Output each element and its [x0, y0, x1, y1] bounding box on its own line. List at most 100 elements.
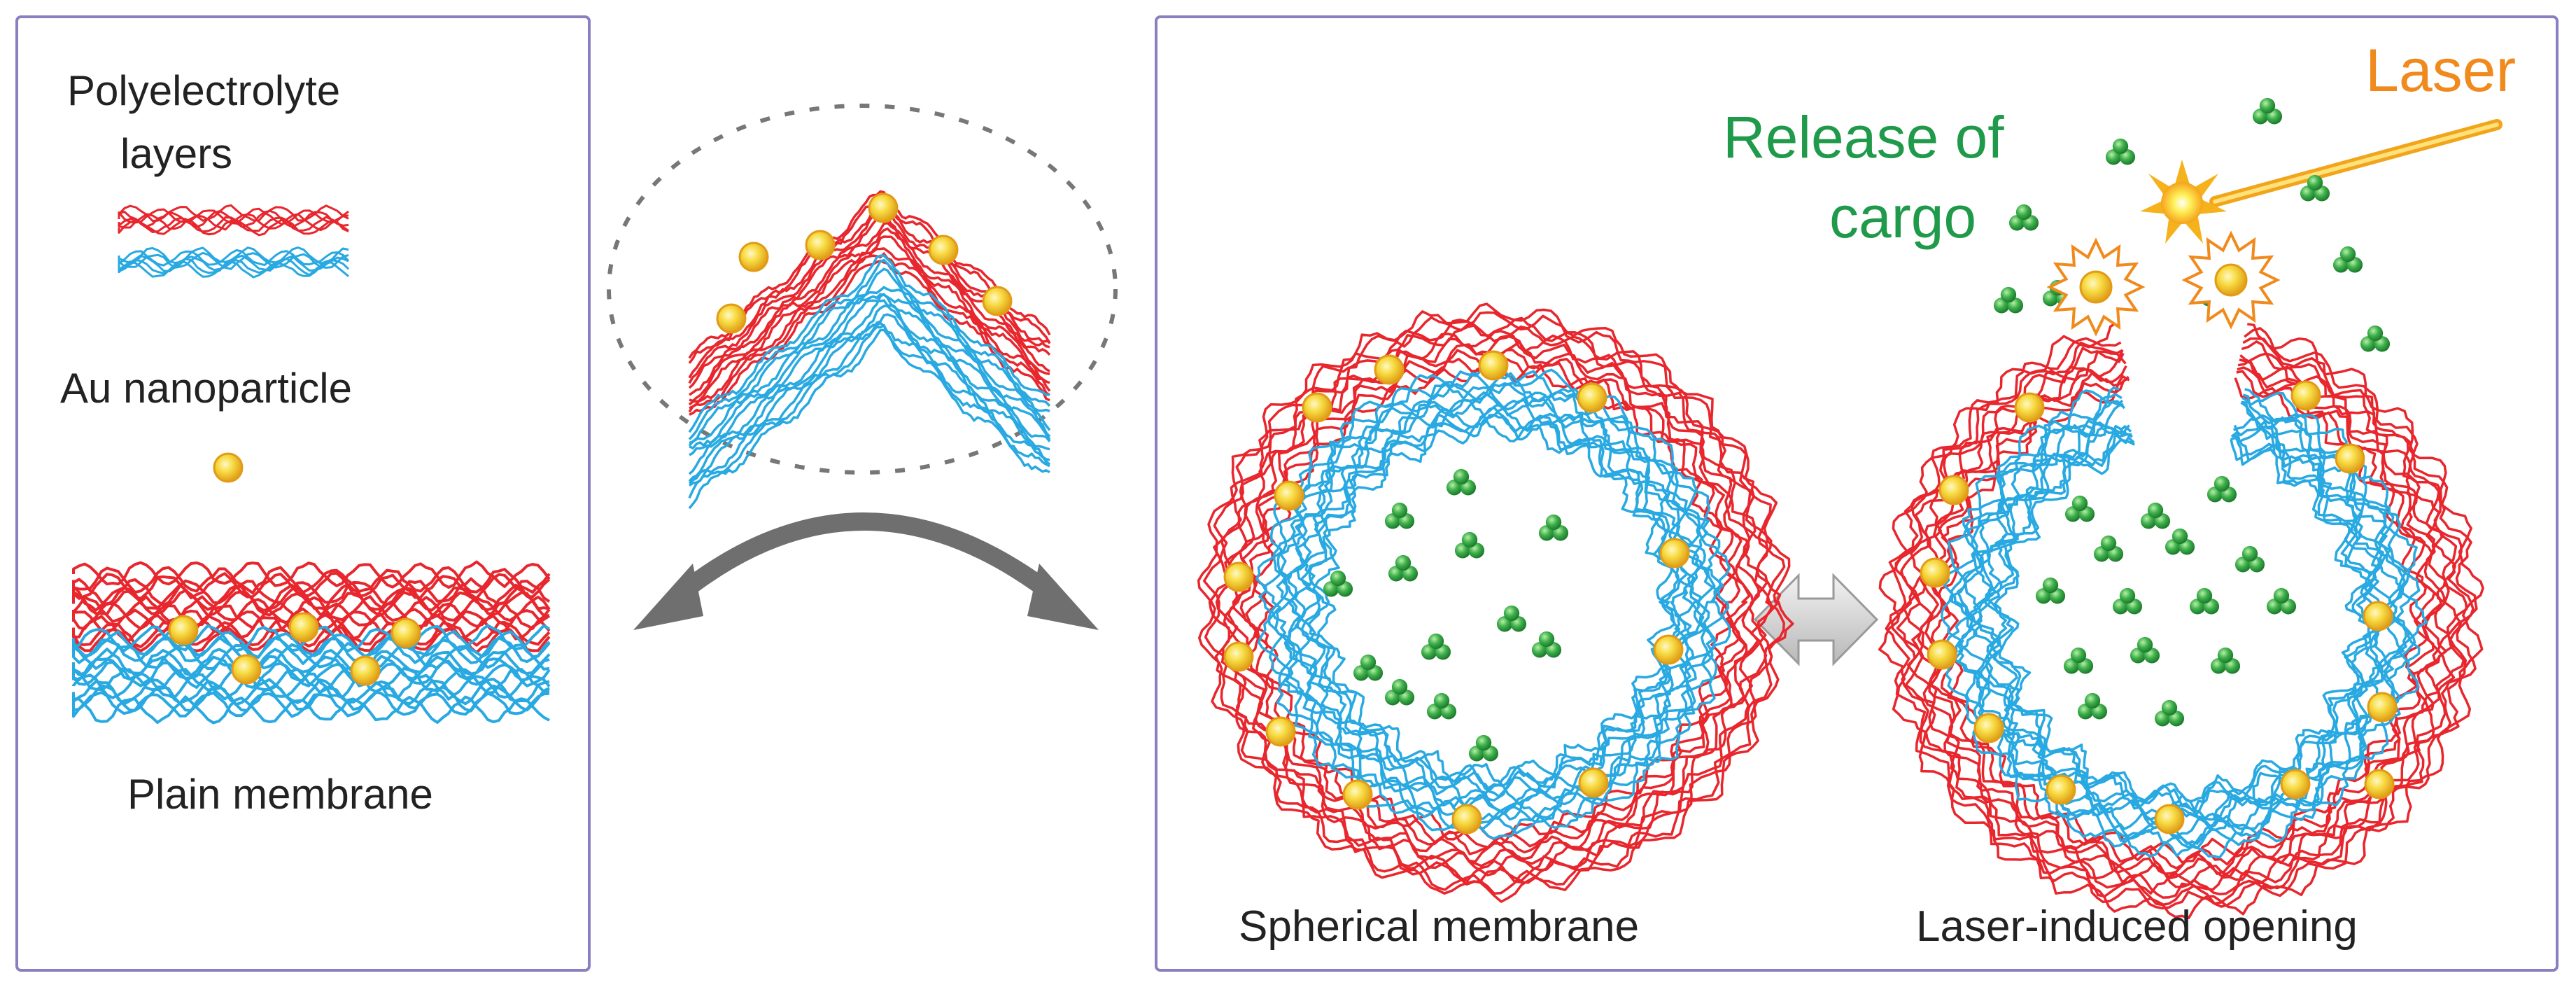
gold-nanoparticle [1577, 382, 1607, 413]
cargo-molecule [2063, 647, 2094, 674]
gold-nanoparticle [1927, 639, 1957, 670]
blue-layer-strand [118, 246, 349, 265]
red-layer-strand [1930, 370, 2436, 869]
cargo-molecule [2140, 502, 2171, 529]
red-layer-strand [72, 619, 551, 648]
red-layer-strand [1227, 335, 1760, 867]
red-layer-strand [1215, 324, 1773, 883]
cargo-molecule [1468, 734, 1499, 762]
red-layer-strand [118, 213, 349, 232]
gold-nanoparticle [1342, 779, 1373, 810]
blue-layer-strand [1312, 417, 1676, 788]
cargo-molecule [1323, 570, 1353, 597]
plain-membrane-label: Plain membrane [127, 771, 433, 818]
gold-nanoparticle [390, 617, 421, 648]
red-layer-strand [1239, 349, 1751, 855]
blue-layer-strand [688, 323, 1050, 499]
gold-nanoparticle [288, 612, 319, 643]
red-layer-strand [118, 204, 349, 222]
red-layer-strand [1208, 316, 1782, 886]
red-layer-strand [1252, 362, 1736, 846]
release-of-cargo-line2: cargo [1829, 184, 1977, 250]
blue-layer-strand [688, 321, 1051, 484]
laser-burst-marks [2046, 230, 2281, 337]
cargo-molecule [2332, 246, 2363, 273]
red-layer-strand [1885, 327, 2478, 910]
cargo-molecule [1496, 605, 1527, 632]
curved-double-arrow [673, 512, 1059, 603]
gold-nanoparticle [350, 655, 381, 686]
gold-nanoparticle [928, 235, 959, 265]
cargo-molecule [1388, 554, 1419, 582]
cargo-molecule [1446, 468, 1477, 496]
gold-nanoparticle [1223, 641, 1254, 672]
blue-layer-strand [1994, 438, 2370, 803]
cargo-molecule [1384, 502, 1415, 529]
cargo-molecule [1426, 692, 1457, 720]
gold-nanoparticle [1302, 392, 1332, 423]
gold-nanoparticle [2290, 380, 2321, 411]
red-layer-strand [1938, 375, 2430, 864]
gold-nanoparticle [2363, 601, 2393, 631]
curved-membrane-drawing [688, 190, 1051, 510]
blue-layer-strand [689, 293, 1051, 450]
gold-nanoparticle [2154, 804, 2185, 834]
gold-nanoparticle [1653, 634, 1684, 665]
red-layer-strand [1903, 350, 2461, 895]
cargo-molecule [1384, 678, 1415, 706]
blue-layer-strand [688, 254, 1050, 433]
cargo-molecule [2093, 535, 2124, 562]
polyelectrolyte-label-line1: Polyelectrolyte [67, 67, 341, 114]
gold-nanoparticle [168, 615, 199, 645]
blue-layer-strand [1986, 429, 2377, 812]
cargo-molecule [2189, 587, 2220, 615]
gold-nanoparticle [1938, 475, 1969, 505]
blue-layer-strand [688, 305, 1050, 482]
cargo-molecule [2064, 495, 2095, 522]
cargo-molecule [2252, 97, 2283, 125]
blue-layer-strand [72, 695, 550, 725]
cargo-molecules [1323, 97, 2391, 762]
gold-nanoparticle [2335, 443, 2365, 474]
polyelectrolyte-label-line2: layers [120, 130, 233, 177]
red-layer-strand [688, 247, 1051, 406]
cargo-molecule [2165, 528, 2195, 555]
gold-nanoparticle [1451, 804, 1482, 834]
gold-nanoparticle [231, 654, 262, 685]
gold-nanoparticle [213, 452, 244, 483]
left-legend-panel [15, 15, 591, 972]
reversible-arrow [1753, 573, 1879, 666]
blue-layer-strand [118, 260, 349, 279]
blue-layer-strand [688, 328, 1050, 510]
blue-layer-strand [72, 666, 550, 694]
red-layer-strand [118, 216, 349, 233]
gold-nanoparticle [716, 303, 747, 334]
laser-induced-opening-label: Laser-induced opening [1916, 902, 2358, 951]
gold-nanoparticle [1374, 354, 1405, 385]
gold-nanoparticle [1265, 716, 1296, 747]
zoom-ellipse [607, 104, 1118, 475]
spherical-membrane-drawing [1197, 302, 1794, 903]
arrow-head-left [633, 564, 703, 630]
gold-nanoparticle [2046, 774, 2076, 805]
blue-layer-strand [118, 251, 349, 270]
cargo-molecule [2300, 174, 2330, 202]
blue-layer-strand [1307, 413, 1681, 792]
red-layer-strand [118, 218, 349, 237]
blue-layer-strand [1966, 414, 2398, 832]
gold-nanoparticle [1223, 561, 1254, 592]
cargo-molecule [1531, 631, 1562, 658]
cargo-molecule [2210, 647, 2241, 674]
opened-membrane-drawing [1878, 321, 2484, 919]
cargo-molecule [2234, 545, 2265, 573]
laser-burst [2046, 237, 2146, 337]
gold-nanoparticle [2014, 392, 2045, 423]
cargo-molecule [1353, 654, 1384, 681]
gold-nanoparticle [1578, 767, 1609, 798]
cargo-molecule [2130, 636, 2160, 664]
blue-layer-strand [1959, 401, 2405, 837]
cargo-molecule [1421, 633, 1451, 660]
laser-burst [2181, 230, 2281, 330]
cargo-molecule [2266, 587, 2297, 615]
red-layer-strand [1896, 340, 2468, 899]
